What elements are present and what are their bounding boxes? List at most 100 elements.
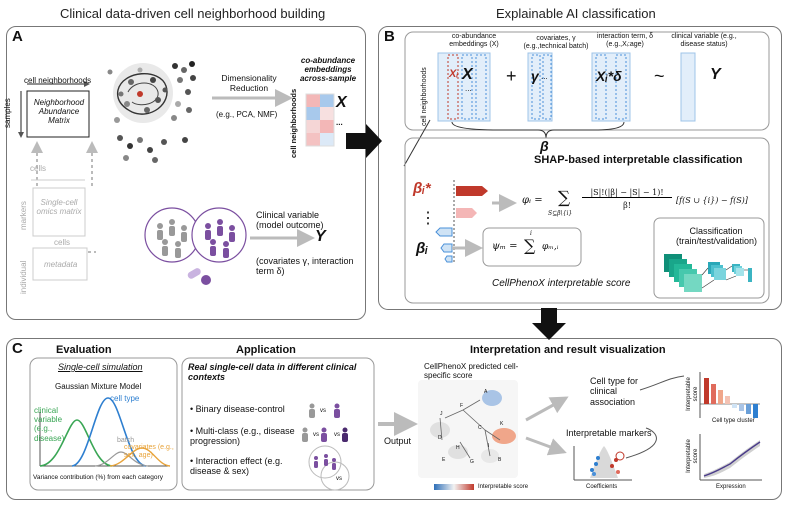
omics-matrix-box: [32, 187, 86, 237]
classification-label: Classification (train/test/validation): [676, 226, 758, 247]
individual-label: individual: [19, 260, 28, 294]
coab-title: co-abundance embeddings across-sample: [299, 56, 357, 84]
node-label-h: H: [456, 445, 460, 451]
omics-label: Single-cell omics matrix: [36, 198, 82, 217]
node-label-b: B: [498, 457, 502, 463]
neighborhood-graph: [107, 61, 196, 163]
predicted-label: CellPhenoX predicted cell-specific score: [424, 362, 519, 381]
arrow-to-markers: [525, 436, 567, 456]
bullet-binary: • Binary disease-control: [190, 404, 285, 414]
score-label: CellPhenoX interpretable score: [492, 278, 631, 289]
variance-label: Variance contribution (%) from each cate…: [33, 474, 163, 481]
cn-vertical-label-b: cell neighborhoods: [421, 67, 428, 126]
dots-a: ...: [336, 118, 343, 127]
shap-title: SHAP-based interpretable classification: [534, 154, 743, 166]
cluster-label: Cell type cluster: [712, 418, 755, 424]
x-symbol-a: X: [336, 94, 347, 111]
arrow-b-to-c: [532, 308, 566, 340]
arrow-to-celltype: [525, 396, 569, 422]
beta-i: βᵢ: [416, 240, 428, 257]
cn-vertical-label: cell neighborhoods: [289, 88, 298, 158]
gaussian-curves: [39, 397, 171, 467]
metadata-box: [32, 247, 88, 281]
app-people-icons: [302, 403, 350, 491]
beta-symbol: β: [540, 138, 549, 154]
eval-title: Evaluation: [56, 344, 112, 356]
interp-score-label: Interpretable score: [478, 484, 529, 490]
arrow-a-to-b: [346, 124, 382, 158]
vs-label-3: vs: [334, 432, 340, 438]
bullet-interaction: • Interaction effect (e.g. disease & sex…: [190, 456, 283, 477]
marker-callout-line: [625, 427, 657, 459]
node-label-f: F: [460, 403, 464, 409]
expression-label: Expression: [716, 484, 746, 490]
node-label-e: E: [442, 457, 446, 463]
shap-box: [404, 137, 770, 304]
application-box: [181, 357, 375, 491]
psi-formula: ψₘ = i ∑ φₘ,ᵢ: [490, 230, 578, 264]
clinical-label-c: clinical variable (e.g., disease): [34, 406, 65, 443]
psi-sum-symbol: ∑: [524, 236, 536, 255]
markers-label-c: Interpretable markers: [566, 428, 652, 438]
app-subtitle: Real single-cell data in different clini…: [188, 362, 357, 382]
cluster-bar-chart: [699, 372, 760, 418]
bullet-multiclass-text: Multi-class (e.g., disease progression): [190, 426, 295, 447]
vs-label-1: vs: [320, 408, 326, 414]
coab-label-b: co-abundance embeddings (X): [449, 33, 499, 49]
node-label-i: I: [488, 443, 490, 449]
expression-line-chart: [699, 434, 762, 481]
cells-bottom-label: cells: [54, 238, 71, 247]
psi-lhs: ψₘ =: [492, 241, 518, 252]
psi-rhs: φₘ,ᵢ: [542, 242, 559, 252]
covariates-label-c: covariates (e.g., sex, age): [124, 444, 174, 460]
sum-symbol: ∑: [558, 188, 571, 208]
node-label-j: J: [440, 411, 443, 417]
co-abundance-heatmap: [305, 93, 335, 147]
dots-b1: ...: [465, 84, 472, 93]
interp-title: Interpretation and result visualization: [470, 344, 666, 356]
app-title: Application: [236, 344, 296, 356]
vs-label-4: vs: [336, 476, 342, 482]
output-label: Output: [384, 436, 412, 446]
embedding-columns: [437, 52, 696, 139]
clinical-label-b: clinical variable (e.g., disease status): [671, 33, 737, 49]
tilde-symbol: ~: [654, 66, 665, 86]
bullet-multiclass: • Multi-class (e.g., disease progression…: [190, 426, 295, 447]
x-symbol-b: X: [462, 66, 473, 83]
evaluation-box: [29, 357, 178, 491]
coefficients-label: Coefficients: [586, 484, 618, 490]
sim-title: Single-cell simulation: [58, 362, 143, 372]
clinical-variable-label: Clinical variable (model outcome): [256, 210, 324, 231]
cell-neighborhoods-label: cell neighborhoods: [24, 76, 92, 85]
psi-sum-top: i: [530, 230, 532, 237]
y-symbol-b: Y: [710, 66, 721, 83]
markers-label: markers: [19, 201, 28, 230]
interaction-label-b: interaction term, δ (e.g.,Xᵢ:age): [596, 33, 654, 49]
matrix-label: Neighborhood Abundance Matrix: [33, 98, 85, 126]
beta-connector: [403, 119, 431, 167]
y-symbol-a: Y: [315, 228, 326, 245]
xi-delta-symbol: Xᵢ*δ: [596, 68, 622, 84]
header-left: Clinical data-driven cell neighborhood b…: [60, 6, 326, 21]
vs-label-2: vs: [313, 432, 319, 438]
cell-type-assoc-label: Cell type for clinical association: [590, 376, 639, 407]
panel-b: [378, 26, 782, 310]
samples-label: samples: [3, 98, 12, 128]
neighborhood-abundance-matrix: [18, 81, 90, 138]
gamma-symbol: γ: [531, 68, 539, 84]
node-label-d: D: [438, 435, 442, 441]
panel-a: [6, 26, 366, 320]
cells-top-label: cells: [30, 164, 47, 173]
panel-c: [6, 338, 782, 500]
node-label-a: A: [484, 389, 488, 395]
phi-lhs: φᵢ =: [522, 195, 543, 206]
int-score-label-2: Interpretable score: [686, 439, 699, 473]
predicted-score-graph: [418, 380, 518, 490]
vdots-symbol: ⋮: [420, 210, 436, 227]
neural-net-icon: [664, 254, 752, 292]
frac-num: |S|!(|β| − |S| − 1)!: [582, 188, 672, 198]
phi-formula: φᵢ = ∑ S⊆β\{i} |S|!(|β| − |S| − 1)! β! […: [522, 188, 762, 222]
shap-bars: [435, 180, 488, 263]
xi-symbol-b: Xᵢ: [449, 68, 459, 80]
volcano-plot: [573, 446, 632, 481]
